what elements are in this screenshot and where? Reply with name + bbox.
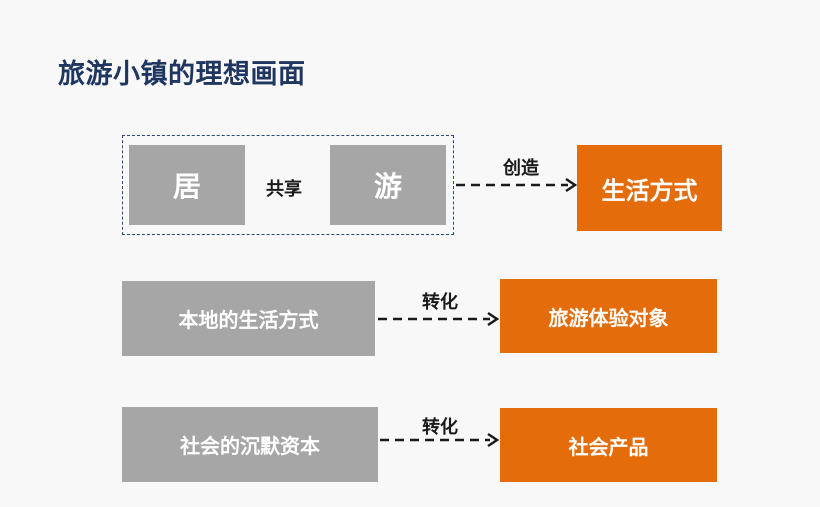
arrow-create [456,177,578,193]
page-title: 旅游小镇的理想画面 [58,59,306,90]
create-label: 创造 [503,158,539,179]
transform-label-1: 转化 [422,292,458,313]
local-lifestyle-box: 本地的生活方式 [122,281,375,356]
arrow-transform-2 [380,432,500,448]
live-box: 居 [129,145,245,225]
social-product-box: 社会产品 [500,408,717,482]
transform-label-2: 转化 [422,417,458,438]
live-travel-group [122,135,454,235]
travel-box: 游 [330,145,446,225]
travel-experience-box: 旅游体验对象 [500,279,717,353]
dormant-capital-box: 社会的沉默资本 [122,407,378,482]
arrow-transform-1 [378,311,500,327]
lifestyle-box: 生活方式 [577,145,722,231]
share-label: 共享 [266,179,302,200]
